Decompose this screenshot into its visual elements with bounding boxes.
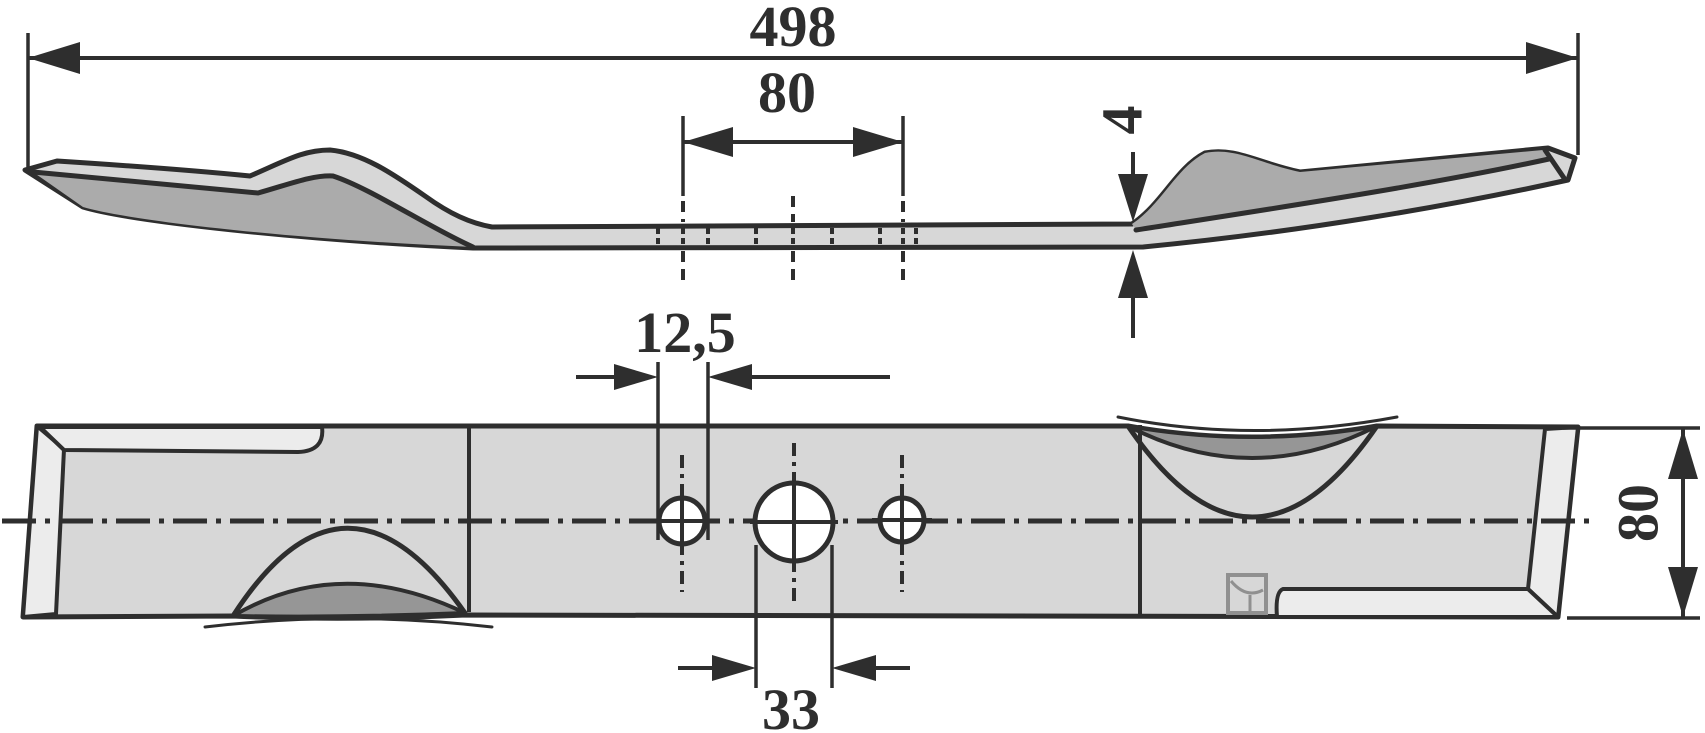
arrowhead-right	[1526, 42, 1578, 74]
plan-view	[2, 415, 1597, 629]
hidden-hole-edges	[656, 228, 918, 247]
overall-length-label: 498	[750, 0, 837, 59]
right-wing-top-face	[1132, 150, 1549, 230]
manufacturer-logo-icon	[1226, 573, 1268, 615]
hole-centerline-stubs	[681, 196, 905, 286]
dimension-hole-pitch: 80	[681, 60, 905, 196]
blade-width-label: 80	[1606, 484, 1671, 542]
top-wing-bend-arc	[1125, 423, 1380, 520]
dimension-blade-width: 80	[1563, 426, 1700, 620]
bottom-wing-bend-arc	[230, 525, 468, 619]
right-wing-inner-edge	[1133, 156, 1552, 233]
arrowhead-left	[28, 42, 80, 74]
center-hole-label: 33	[762, 677, 820, 733]
dimension-overall-length: 498	[26, 0, 1580, 167]
dimension-small-hole: 12,5	[576, 300, 890, 540]
right-tip-face-edge	[1542, 147, 1567, 181]
dimension-thickness: 4	[1090, 106, 1155, 338]
top-wing-bend-tail	[1116, 415, 1399, 432]
small-hole-label: 12,5	[634, 300, 736, 365]
hole-centerlines	[652, 443, 932, 605]
top-left-cutting-edge	[38, 425, 325, 454]
left-wing-inner-edge	[30, 169, 476, 250]
dimension-center-hole: 33	[678, 545, 910, 733]
side-profile-view	[22, 145, 1578, 286]
hole-pitch-label: 80	[758, 60, 816, 125]
bottom-right-cutting-edge	[1274, 587, 1560, 619]
thickness-label: 4	[1090, 106, 1155, 135]
